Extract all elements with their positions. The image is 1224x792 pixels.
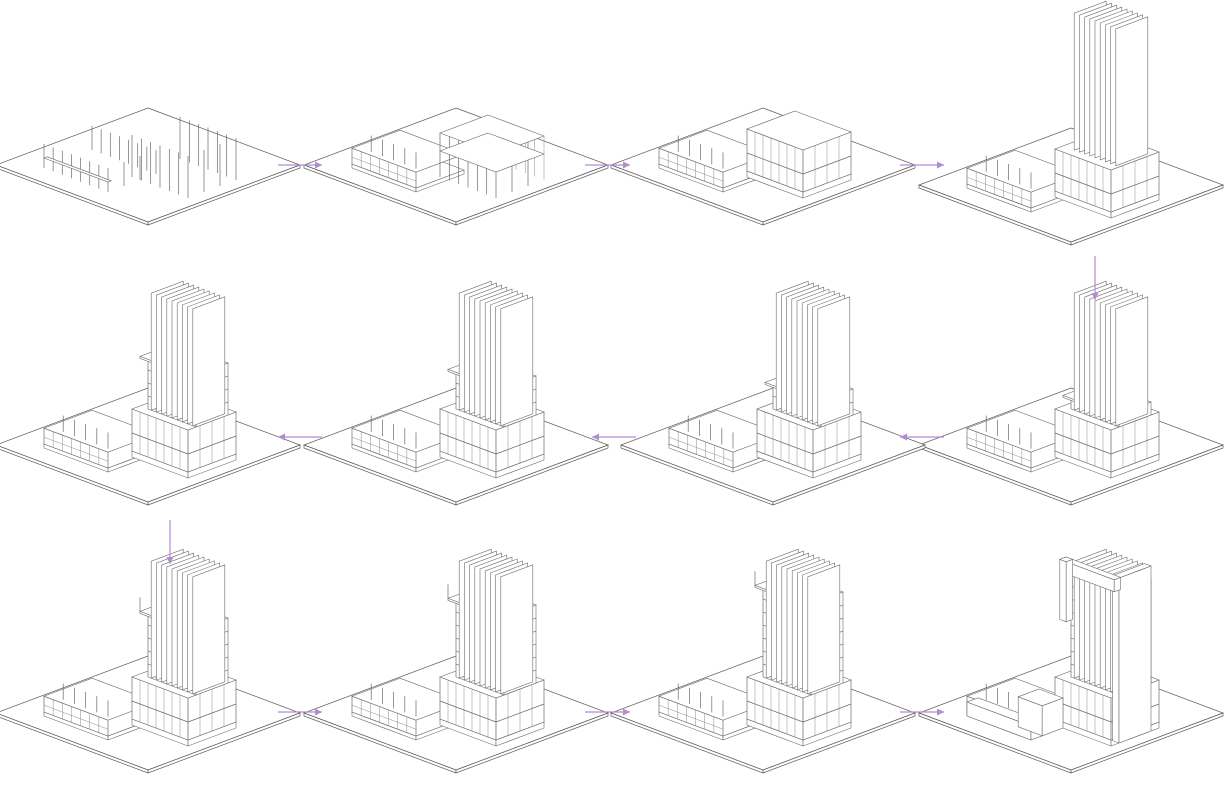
step-1 [0, 107, 301, 226]
tower-fin [192, 564, 226, 695]
tower-fin [1115, 296, 1149, 427]
step-10 [303, 548, 609, 774]
flow-arrow-right [278, 161, 322, 169]
step-5 [918, 280, 1224, 506]
ground-slab [0, 107, 301, 223]
step-7 [303, 280, 609, 506]
flow-arrow-right [900, 161, 944, 169]
step-12 [918, 548, 1224, 774]
tower-fin [500, 564, 534, 695]
step-3 [610, 107, 916, 226]
step-11 [610, 548, 916, 774]
tower-fin [817, 296, 851, 427]
flow-arrow-left [900, 433, 944, 441]
flow-arrow-left [278, 433, 322, 441]
step-4 [918, 0, 1224, 246]
flow-arrow-left [592, 433, 636, 441]
ground-slab [303, 107, 609, 223]
flow-arrow-right [585, 161, 630, 169]
flow-arrow-right [585, 708, 630, 716]
flow-arrow-right [900, 708, 944, 716]
step-8 [0, 280, 301, 506]
tower-fin [807, 564, 841, 695]
step-2 [303, 107, 609, 226]
tower-fin [1115, 16, 1149, 167]
step-6 [620, 280, 926, 506]
tower-fin [192, 296, 226, 427]
flow-arrow-down [166, 520, 174, 564]
tower-fin [500, 296, 534, 427]
flow-arrow-right [278, 708, 322, 716]
step-9 [0, 548, 301, 774]
flow-arrow-down [1091, 256, 1099, 300]
